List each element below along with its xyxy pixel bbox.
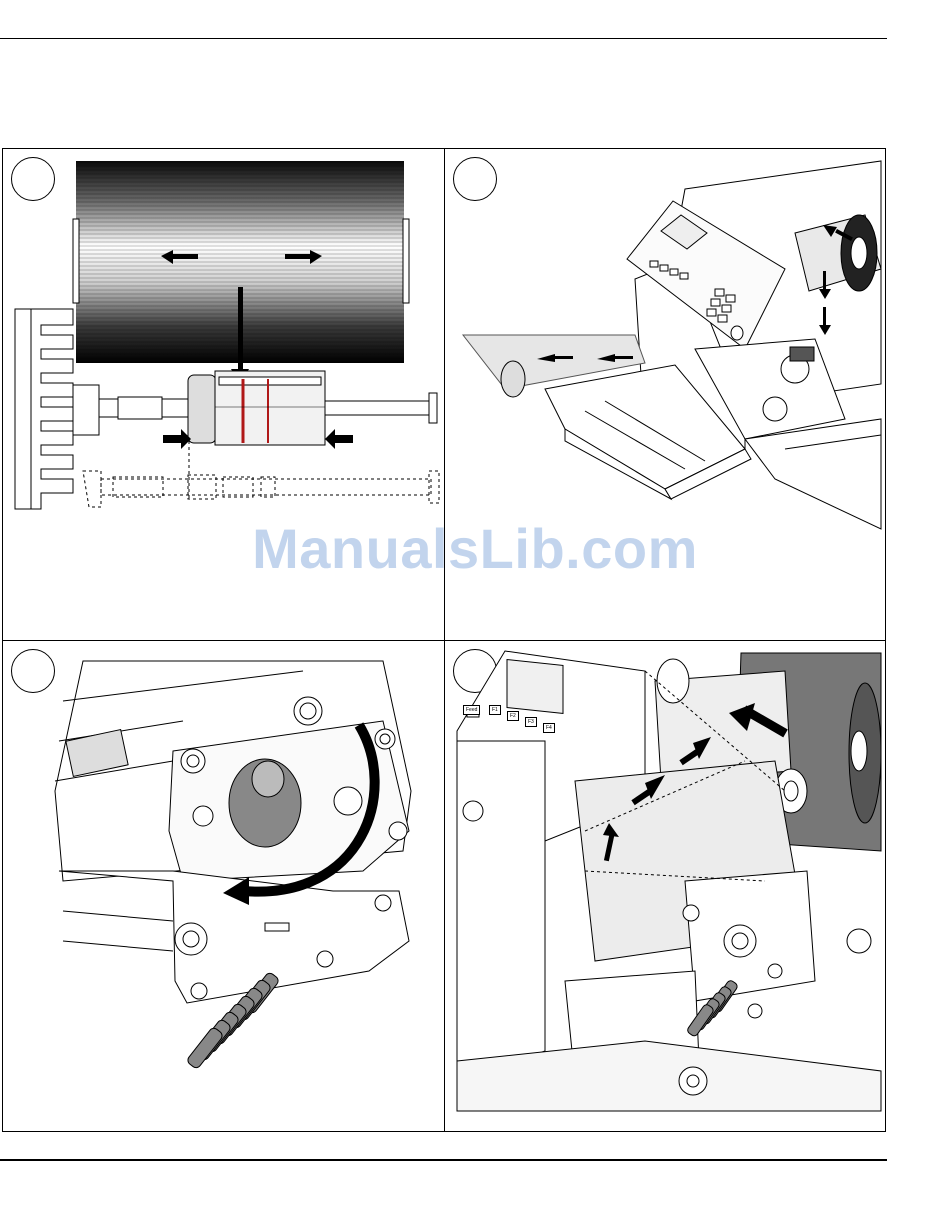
f4-button-label: F4 xyxy=(543,723,555,733)
panel-2-printer-overview xyxy=(445,149,885,640)
f1-button-label: F1 xyxy=(489,705,501,715)
printer-overview-illustration xyxy=(445,149,885,640)
panel-4-ribbon-threading: Feed F1 F2 F3 F4 xyxy=(445,641,885,1131)
ribbon-roll-illustration xyxy=(3,149,444,640)
display-button-row: Feed F1 F2 F3 F4 xyxy=(463,705,571,739)
panel-1-ribbon-roll xyxy=(3,149,444,640)
f3-button-label: F3 xyxy=(525,717,537,727)
panel-3-printhead-lever xyxy=(3,641,444,1131)
printhead-lever-illustration xyxy=(3,641,444,1131)
footer-rule xyxy=(0,1159,887,1161)
header-rule xyxy=(0,38,887,39)
f2-button-label: F2 xyxy=(507,711,519,721)
figure-grid: Feed F1 F2 F3 F4 xyxy=(2,148,886,1132)
feed-button-label: Feed xyxy=(463,705,480,715)
